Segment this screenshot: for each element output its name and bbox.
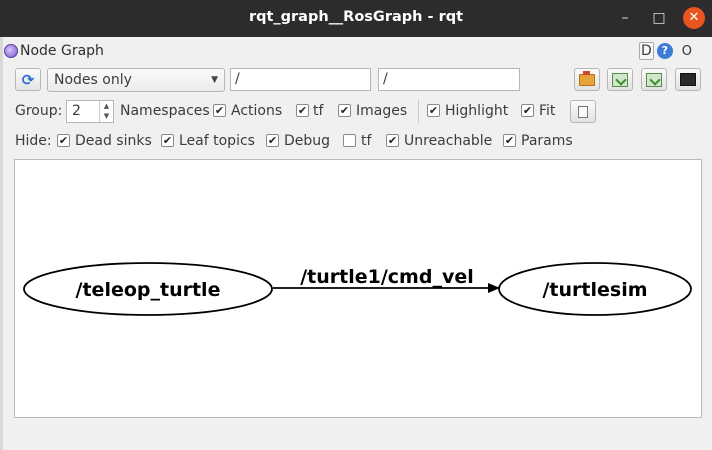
images-label: Images [356,103,408,119]
save-svg-icon [646,72,662,87]
save-svg-button[interactable] [641,68,667,91]
namespaces-label: Namespaces [120,103,210,119]
graph-mode-select[interactable]: Nodes only ▼ [47,68,225,92]
images-checkbox[interactable]: ✔ [338,104,351,117]
help-icon[interactable]: ? [656,43,673,59]
node-ellipse [23,262,273,316]
dead-sinks-checkbox[interactable]: ✔ [57,134,70,147]
unreachable-checkbox[interactable]: ✔ [386,134,399,147]
node-ellipse [498,262,692,316]
dead-sinks-label: Dead sinks [75,133,152,149]
spin-up-icon[interactable]: ▲ [103,102,110,110]
dock-o-button[interactable]: O [681,43,693,59]
leaf-topics-checkbox[interactable]: ✔ [161,134,174,147]
params-label: Params [521,133,573,149]
namespaces-checkbox[interactable]: ✔ [213,104,226,117]
debug-checkbox[interactable]: ✔ [266,134,279,147]
toolbar-separator [418,100,419,123]
close-button[interactable]: ✕ [683,7,705,29]
edge-label: /turtle1/cmd_vel [300,266,474,288]
group-label: Group: [15,103,63,119]
fit-in-view-button[interactable] [570,100,596,123]
refresh-button[interactable]: ⟳ [15,68,41,91]
unreachable-label: Unreachable [404,133,493,149]
node-filter-input[interactable]: / [230,68,371,91]
tf-checkbox[interactable]: ✔ [296,104,309,117]
screenshot-icon [680,73,696,86]
graph-mode-value: Nodes only [54,72,132,88]
load-dot-icon [579,70,595,86]
node-label: /teleop_turtle [76,279,221,301]
graph-edge[interactable]: /turtle1/cmd_vel [273,266,500,293]
refresh-icon: ⟳ [21,70,35,89]
graph-node-teleop[interactable]: /teleop_turtle [23,262,273,316]
window-title: rqt_graph__RosGraph - rqt [248,9,464,25]
chevron-down-icon: ▼ [211,75,218,85]
dock-title-bar[interactable]: Node Graph [4,41,104,61]
debug-label: Debug [284,133,331,149]
fit-checkbox[interactable]: ✔ [521,104,534,117]
dock-d-button[interactable]: D [639,42,654,60]
topic-filter-input[interactable]: / [378,68,520,91]
group-spinbox[interactable]: 2 ▲ ▼ [66,100,114,123]
options-row: Group: 2 ▲ ▼ Namespaces ✔ Actions ✔ tf ✔… [15,100,705,124]
maximize-button[interactable]: □ [652,10,666,26]
save-dot-icon [612,72,628,87]
highlight-label: Highlight [445,103,509,119]
screenshot-button[interactable] [675,68,701,91]
hide-tf-checkbox[interactable] [343,134,356,147]
tf-label: tf [313,103,324,119]
group-value: 2 [72,103,81,119]
window-left-edge [0,37,3,450]
actions-label: Actions [231,103,283,119]
params-checkbox[interactable]: ✔ [503,134,516,147]
fit-label: Fit [539,103,556,119]
hide-row: Hide: ✔ Dead sinks ✔ Leaf topics ✔ Debug… [15,131,705,153]
spin-arrows-icon[interactable]: ▲ ▼ [99,101,113,122]
window-titlebar[interactable]: rqt_graph__RosGraph - rqt – □ ✕ [0,0,712,37]
graph-view[interactable]: /turtle1/cmd_vel /teleop_turtle /turtles… [14,159,702,418]
leaf-topics-label: Leaf topics [179,133,255,149]
hide-label: Hide: [15,133,52,149]
fit-in-view-icon [578,105,588,118]
dock-title: Node Graph [20,43,104,59]
minimize-button[interactable]: – [621,10,629,26]
node-label: /turtlesim [542,279,647,301]
save-dot-button[interactable] [607,68,633,91]
highlight-checkbox[interactable]: ✔ [427,104,440,117]
spin-down-icon[interactable]: ▼ [103,112,110,120]
dock-controls: D ? O [639,42,692,60]
hide-tf-label: tf [361,133,372,149]
graph-node-turtlesim[interactable]: /turtlesim [498,262,692,316]
rqt-plugin-icon [4,44,18,58]
graph-canvas[interactable]: /turtle1/cmd_vel /teleop_turtle /turtles… [15,160,701,417]
load-dot-button[interactable] [574,68,600,91]
